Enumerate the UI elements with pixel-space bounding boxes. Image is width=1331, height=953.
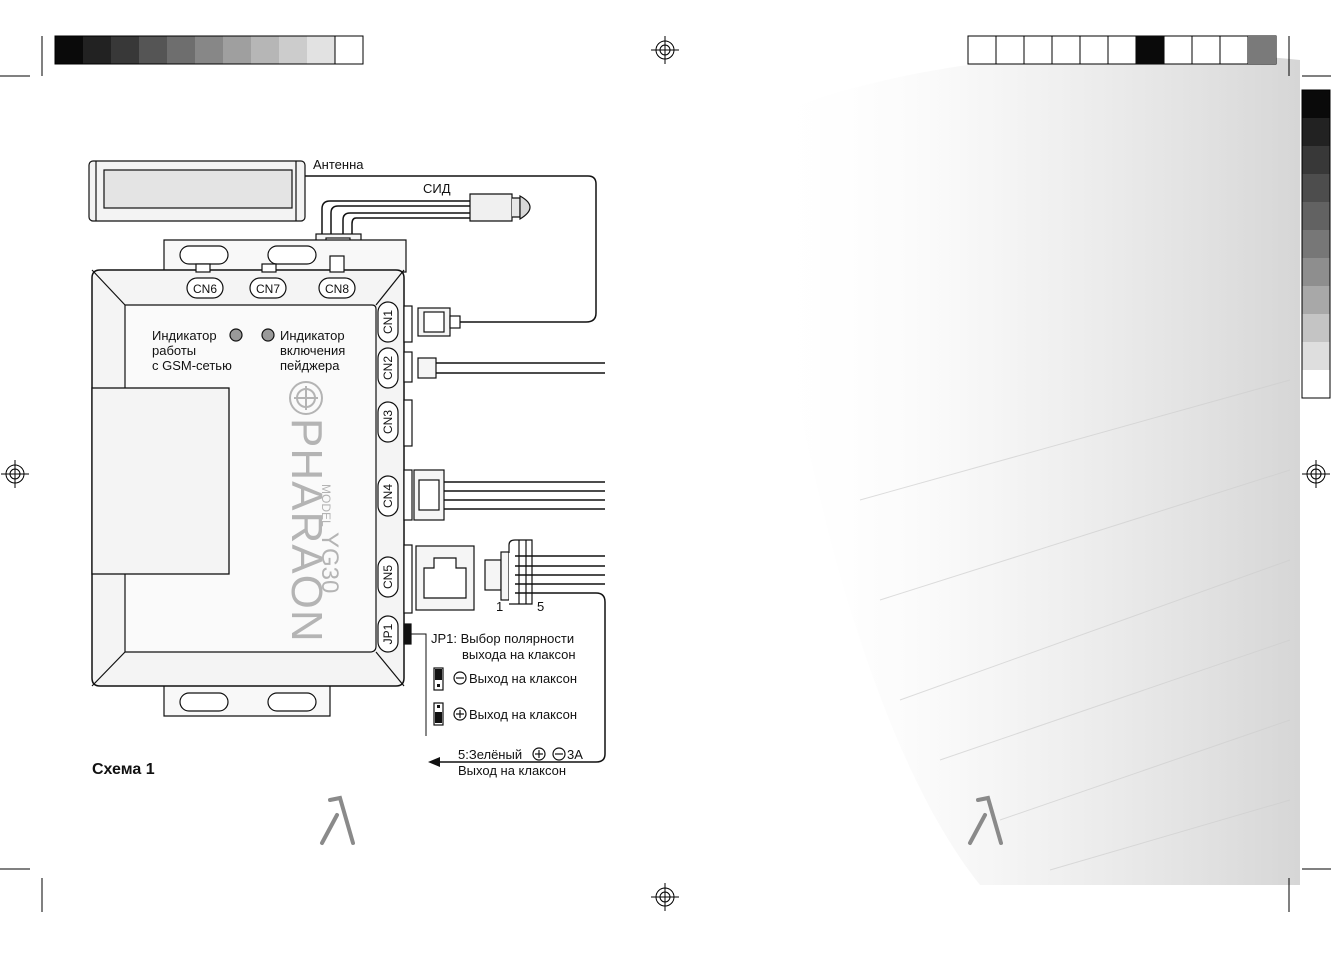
plus-circle-icon xyxy=(453,707,467,721)
gray-color-bar-vertical xyxy=(1301,89,1331,399)
cn2-badge xyxy=(377,347,399,389)
figure-caption: Схема 1 xyxy=(92,761,155,778)
jp1-option-minus: Выход на клаксон xyxy=(469,671,577,686)
cn5-plug xyxy=(484,539,605,605)
cn7-badge xyxy=(249,277,287,299)
antenna-label: Антенна xyxy=(313,157,364,172)
led-wires xyxy=(321,200,470,236)
cn8-badge xyxy=(318,277,356,299)
jp1-title-line2: выхода на клаксон xyxy=(462,647,576,662)
cn6-label: CN6 xyxy=(193,282,217,296)
wiring-diagram xyxy=(88,160,606,767)
cn8-label: CN8 xyxy=(325,282,349,296)
output-wire-color: 5:Зелёный xyxy=(458,747,522,762)
cn5-badge xyxy=(377,556,399,598)
plus-circle-icon xyxy=(532,747,546,761)
pager-indicator-light xyxy=(261,328,275,342)
cn4-plug xyxy=(413,469,605,521)
jp1-label: JP1 xyxy=(381,623,395,644)
decorative-background xyxy=(760,52,1300,885)
antenna-module xyxy=(88,160,306,222)
minus-circle-icon xyxy=(552,747,566,761)
cn6-badge xyxy=(186,277,224,299)
model-name: YG30 xyxy=(316,532,343,593)
cn2-label: CN2 xyxy=(381,356,395,380)
cn4-label: CN4 xyxy=(381,484,395,508)
pin-1-label: 1 xyxy=(496,599,503,614)
jumper-switch-minus-icon xyxy=(433,667,444,691)
led-component xyxy=(469,193,531,222)
cn5-socket xyxy=(415,545,475,611)
side-panel xyxy=(91,387,230,575)
cn5-label: CN5 xyxy=(381,565,395,589)
output-wire-current: 3A xyxy=(567,747,583,762)
minus-circle-icon xyxy=(453,671,467,685)
cn1-label: CN1 xyxy=(381,310,395,334)
lambda-logo-icon xyxy=(320,795,355,845)
gsm-indicator-line2: работы xyxy=(152,343,196,358)
gsm-indicator-line3: с GSM-сетью xyxy=(152,358,232,373)
jp1-title-line1: JP1: Выбор полярности xyxy=(431,631,574,646)
led-label: СИД xyxy=(423,181,451,196)
cn2-plug xyxy=(417,357,605,379)
cn1-plug xyxy=(417,307,461,337)
gsm-indicator-line1: Индикатор xyxy=(152,328,217,343)
pager-indicator-line3: пейджера xyxy=(280,358,340,373)
pharaon-emblem-icon xyxy=(289,381,323,415)
cn3-badge xyxy=(377,401,399,443)
registration-mark-icon xyxy=(1,460,29,488)
gsm-indicator-light xyxy=(229,328,243,342)
model-prefix: MODEL xyxy=(319,484,333,527)
pager-indicator-line1: Индикатор xyxy=(280,328,345,343)
registration-mark-icon xyxy=(651,883,679,911)
arrow-head xyxy=(428,757,440,767)
cn7-label: CN7 xyxy=(256,282,280,296)
pager-indicator-line2: включения xyxy=(280,343,345,358)
jp1-callout-line xyxy=(411,633,427,736)
jp1-option-plus: Выход на клаксон xyxy=(469,707,577,722)
antenna-cable xyxy=(305,175,597,323)
jumper-switch-plus-icon xyxy=(433,702,444,726)
lambda-logo-icon xyxy=(968,795,1003,845)
brand-name: PHARAON xyxy=(282,418,331,643)
pin-5-label: 5 xyxy=(537,599,544,614)
horn-output-wire xyxy=(440,592,606,763)
jp1-jumper xyxy=(403,623,412,645)
cn3-label: CN3 xyxy=(381,410,395,434)
jp1-badge xyxy=(377,615,399,653)
gray-color-bar-left xyxy=(54,35,364,65)
registration-mark-icon xyxy=(651,36,679,64)
gray-color-bar-right xyxy=(967,35,1277,65)
cn4-badge xyxy=(377,475,399,517)
cn1-badge xyxy=(377,301,399,343)
crop-marks xyxy=(0,36,1331,912)
registration-mark-icon xyxy=(1302,460,1330,488)
output-wire-purpose: Выход на клаксон xyxy=(458,763,566,778)
